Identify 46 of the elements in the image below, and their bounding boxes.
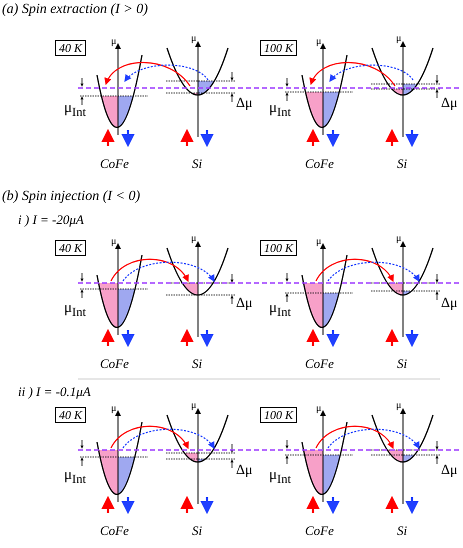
axis-label: μ <box>191 234 196 244</box>
axis-label: μ <box>111 37 116 47</box>
material-label: Si <box>397 157 408 170</box>
temperature-label: 100 K <box>260 40 298 56</box>
potential-label: Δμ <box>236 464 253 478</box>
axis-label: μ <box>316 37 322 47</box>
potential-label: Δμ <box>236 297 253 311</box>
potential-label: μ$_{Int}$ <box>269 301 291 318</box>
temperature-label: 40 K <box>55 240 86 256</box>
material-label: CoFe <box>305 524 334 537</box>
material-label: CoFe <box>100 157 129 170</box>
axis-label: μ <box>191 401 196 411</box>
material-label: CoFe <box>100 524 129 537</box>
material-label: Si <box>192 357 202 370</box>
potential-label: Δμ <box>441 97 458 111</box>
axis-label: μ <box>111 404 116 414</box>
potential-label: μ$_{Int}$ <box>269 468 291 486</box>
material-label: CoFe <box>305 357 334 370</box>
axis-label: μ <box>191 34 196 44</box>
temperature-label: 100 K <box>260 407 298 423</box>
material-label: CoFe <box>100 357 129 370</box>
axis-label: μ <box>111 237 116 247</box>
axis-label: μ <box>396 34 402 44</box>
section-heading: (b) Spin injection (I < 0) <box>2 190 140 204</box>
material-label: Si <box>397 524 408 537</box>
axis-label: μ <box>316 237 322 247</box>
section-heading: (a) Spin extraction (I > 0) <box>2 3 148 17</box>
temperature-label: 100 K <box>260 240 298 256</box>
axis-label: μ <box>316 404 322 414</box>
material-label: Si <box>192 524 202 537</box>
potential-label: μ$_{Int}$ <box>269 101 291 118</box>
potential-label: μ$_{Int}$ <box>64 101 86 118</box>
potential-label: Δμ <box>441 464 458 478</box>
potential-label: μ$_{Int}$ <box>64 301 86 318</box>
potential-label: μ$_{Int}$ <box>64 468 86 486</box>
material-label: Si <box>192 157 202 170</box>
temperature-label: 40 K <box>55 40 86 56</box>
potential-label: Δμ <box>441 297 458 311</box>
material-label: CoFe <box>305 157 334 170</box>
temperature-label: 40 K <box>55 407 86 423</box>
material-label: Si <box>397 357 408 370</box>
potential-label: Δμ <box>236 97 253 111</box>
axis-label: μ <box>396 234 402 244</box>
condition-label: ii ) I = -0.1μA <box>18 385 91 398</box>
axis-label: μ <box>396 401 402 411</box>
condition-label: i ) I = -20μA <box>18 213 84 226</box>
